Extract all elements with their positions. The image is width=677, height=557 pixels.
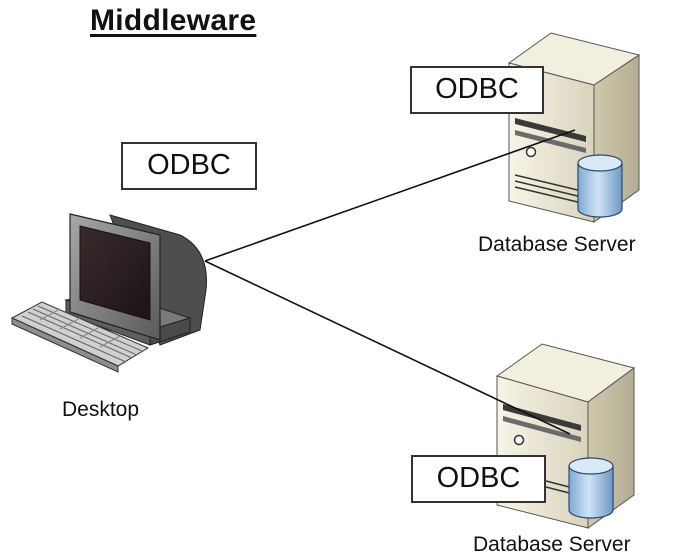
database-cylinder-1-icon bbox=[577, 154, 623, 218]
database-cylinder-2-icon bbox=[568, 457, 614, 519]
database-server-2-caption: Database Server bbox=[473, 533, 631, 556]
desktop-caption: Desktop bbox=[62, 398, 140, 421]
diagram-title: Middleware bbox=[90, 4, 257, 37]
odbc-label-desktop: ODBC bbox=[121, 142, 257, 190]
odbc-label-server-1: ODBC bbox=[410, 66, 544, 114]
odbc-label-server-2: ODBC bbox=[411, 455, 546, 503]
connection-line-server-1 bbox=[204, 129, 576, 262]
desktop-computer-icon bbox=[10, 213, 207, 373]
connection-line-server-2 bbox=[204, 260, 571, 435]
database-server-1-caption: Database Server bbox=[478, 233, 636, 256]
